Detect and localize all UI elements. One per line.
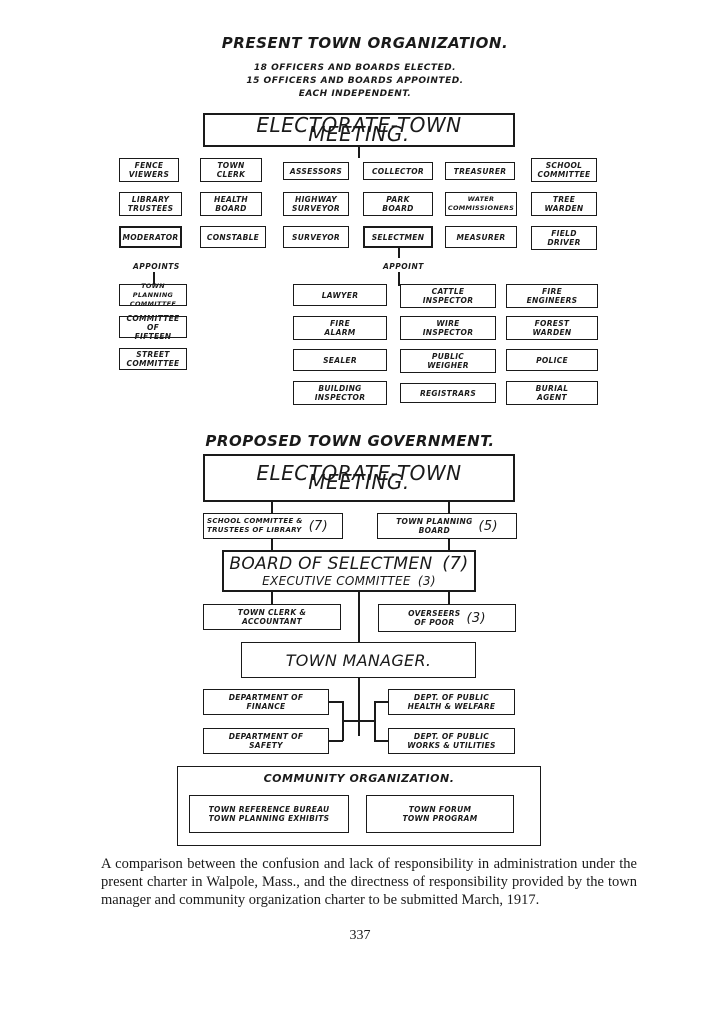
office-park-board: PARK BOARD <box>363 192 433 216</box>
connector <box>329 701 343 703</box>
town-planning-label: TOWN PLANNING BOARD <box>396 517 473 535</box>
connector <box>359 720 375 722</box>
selectmen-appoint-label: APPOINT <box>383 262 424 271</box>
dept-health-welfare: DEPT. OF PUBLIC HEALTH & WELFARE <box>388 689 515 715</box>
present-note-appointed: 15 OFFICERS AND BOARDS APPOINTED. <box>246 76 464 86</box>
office-water-commissioners: WATER COMMISSIONERS <box>445 192 517 216</box>
office-surveyor: SURVEYOR <box>283 226 349 248</box>
appointee-committee-of-fifteen: COMMITTEE OF FIFTEEN <box>119 314 187 341</box>
office-measurer: MEASURER <box>445 226 517 248</box>
community-forum: TOWN FORUM TOWN PROGRAM <box>366 795 514 833</box>
office-fence-viewers: FENCE VIEWERS <box>119 158 179 182</box>
board-of-selectmen-line: BOARD OF SELECTMEN (7) <box>229 553 469 575</box>
board-of-selectmen-label: BOARD OF SELECTMEN <box>229 554 433 574</box>
dept-safety: DEPARTMENT OF SAFETY <box>203 728 329 754</box>
appointee-public-weigher: PUBLIC WEIGHER <box>400 349 496 373</box>
appointee-wire-inspector: WIRE INSPECTOR <box>400 316 496 340</box>
proposed-town-manager: TOWN MANAGER. <box>241 642 476 678</box>
proposed-town-planning-board: TOWN PLANNING BOARD (5) <box>377 513 517 539</box>
moderator-appoints-label: APPOINTS <box>133 262 180 271</box>
appointee-fire-engineers: FIRE ENGINEERS <box>506 284 598 308</box>
office-constable: CONSTABLE <box>200 226 266 248</box>
office-library-trustees: LIBRARY TRUSTEES <box>119 192 182 216</box>
proposed-electorate-box: ELECTORATE-TOWN MEETING. <box>203 454 515 502</box>
connector <box>398 272 400 286</box>
office-highway-surveyor: HIGHWAY SURVEYOR <box>283 192 349 216</box>
connector <box>342 701 344 741</box>
appointee-building-inspector: BUILDING INSPECTOR <box>293 381 387 405</box>
connector <box>358 592 360 642</box>
office-field-driver: FIELD DRIVER <box>531 226 597 250</box>
appointee-burial-agent: BURIAL AGENT <box>506 381 598 405</box>
town-planning-count: (5) <box>478 518 498 534</box>
office-school-committee: SCHOOL COMMITTEE <box>531 158 597 182</box>
present-note-independent: EACH INDEPENDENT. <box>298 89 412 99</box>
appointee-town-planning-committee: TOWN PLANNING COMMITTEE <box>119 282 187 308</box>
connector <box>374 701 388 703</box>
connector <box>448 592 450 604</box>
office-town-clerk: TOWN CLERK <box>200 158 262 182</box>
connector <box>271 502 273 514</box>
dept-works-utilities: DEPT. OF PUBLIC WORKS & UTILITIES <box>388 728 515 754</box>
proposed-school-committee: SCHOOL COMMITTEE & TRUSTEES OF LIBRARY (… <box>203 513 343 539</box>
appointee-fire-alarm: FIRE ALARM <box>293 316 387 340</box>
executive-committee-label: EXECUTIVE COMMITTEE <box>262 574 411 588</box>
executive-committee-line: EXECUTIVE COMMITTEE (3) <box>262 574 436 588</box>
connector <box>374 740 388 742</box>
school-committee-label: SCHOOL COMMITTEE & TRUSTEES OF LIBRARY <box>207 517 303 534</box>
appointee-lawyer: LAWYER <box>293 284 387 306</box>
appointee-forest-warden: FOREST WARDEN <box>506 316 598 340</box>
school-committee-count: (7) <box>308 518 329 534</box>
community-organization-box <box>177 766 541 846</box>
connector <box>153 272 155 284</box>
overseers-count: (3) <box>466 610 486 626</box>
board-of-selectmen-count: (7) <box>442 553 469 574</box>
proposed-board-of-selectmen: BOARD OF SELECTMEN (7) EXECUTIVE COMMITT… <box>222 550 476 592</box>
appointee-registrars: REGISTRARS <box>400 383 496 403</box>
connector <box>271 539 273 551</box>
connector <box>358 678 360 736</box>
office-assessors: ASSESSORS <box>283 162 349 180</box>
connector <box>329 740 343 742</box>
overseers-label: OVERSEERS OF POOR <box>408 609 461 627</box>
appointee-police: POLICE <box>506 349 598 371</box>
present-title: PRESENT TOWN ORGANIZATION. <box>221 34 509 52</box>
dept-finance: DEPARTMENT OF FINANCE <box>203 689 329 715</box>
present-note-elected: 18 OFFICERS AND BOARDS ELECTED. <box>253 63 457 73</box>
executive-committee-count: (3) <box>417 574 436 588</box>
office-treasurer: TREASURER <box>445 162 515 180</box>
figure-caption: A comparison between the confusion and l… <box>101 856 637 908</box>
connector <box>271 592 273 604</box>
office-tree-warden: TREE WARDEN <box>531 192 597 216</box>
office-moderator: MODERATOR <box>119 226 182 248</box>
proposed-title: PROPOSED TOWN GOVERNMENT. <box>205 432 495 450</box>
appointee-sealer: SEALER <box>293 349 387 371</box>
appointee-street-committee: STREET COMMITTEE <box>119 348 187 370</box>
page-number: 337 <box>349 928 371 943</box>
proposed-town-clerk-accountant: TOWN CLERK & ACCOUNTANT <box>203 604 341 630</box>
appointee-cattle-inspector: CATTLE INSPECTOR <box>400 284 496 308</box>
office-health-board: HEALTH BOARD <box>200 192 262 216</box>
community-organization-title: COMMUNITY ORGANIZATION. <box>263 772 455 785</box>
connector <box>358 147 360 158</box>
connector <box>343 720 359 722</box>
office-collector: COLLECTOR <box>363 162 433 180</box>
connector <box>448 502 450 514</box>
present-electorate-box: ELECTORATE-TOWN MEETING. <box>203 113 515 147</box>
connector <box>398 248 400 258</box>
proposed-overseers-of-poor: OVERSEERS OF POOR (3) <box>378 604 516 632</box>
connector <box>448 539 450 551</box>
office-selectmen: SELECTMEN <box>363 226 433 248</box>
community-reference-bureau: TOWN REFERENCE BUREAU TOWN PLANNING EXHI… <box>189 795 349 833</box>
